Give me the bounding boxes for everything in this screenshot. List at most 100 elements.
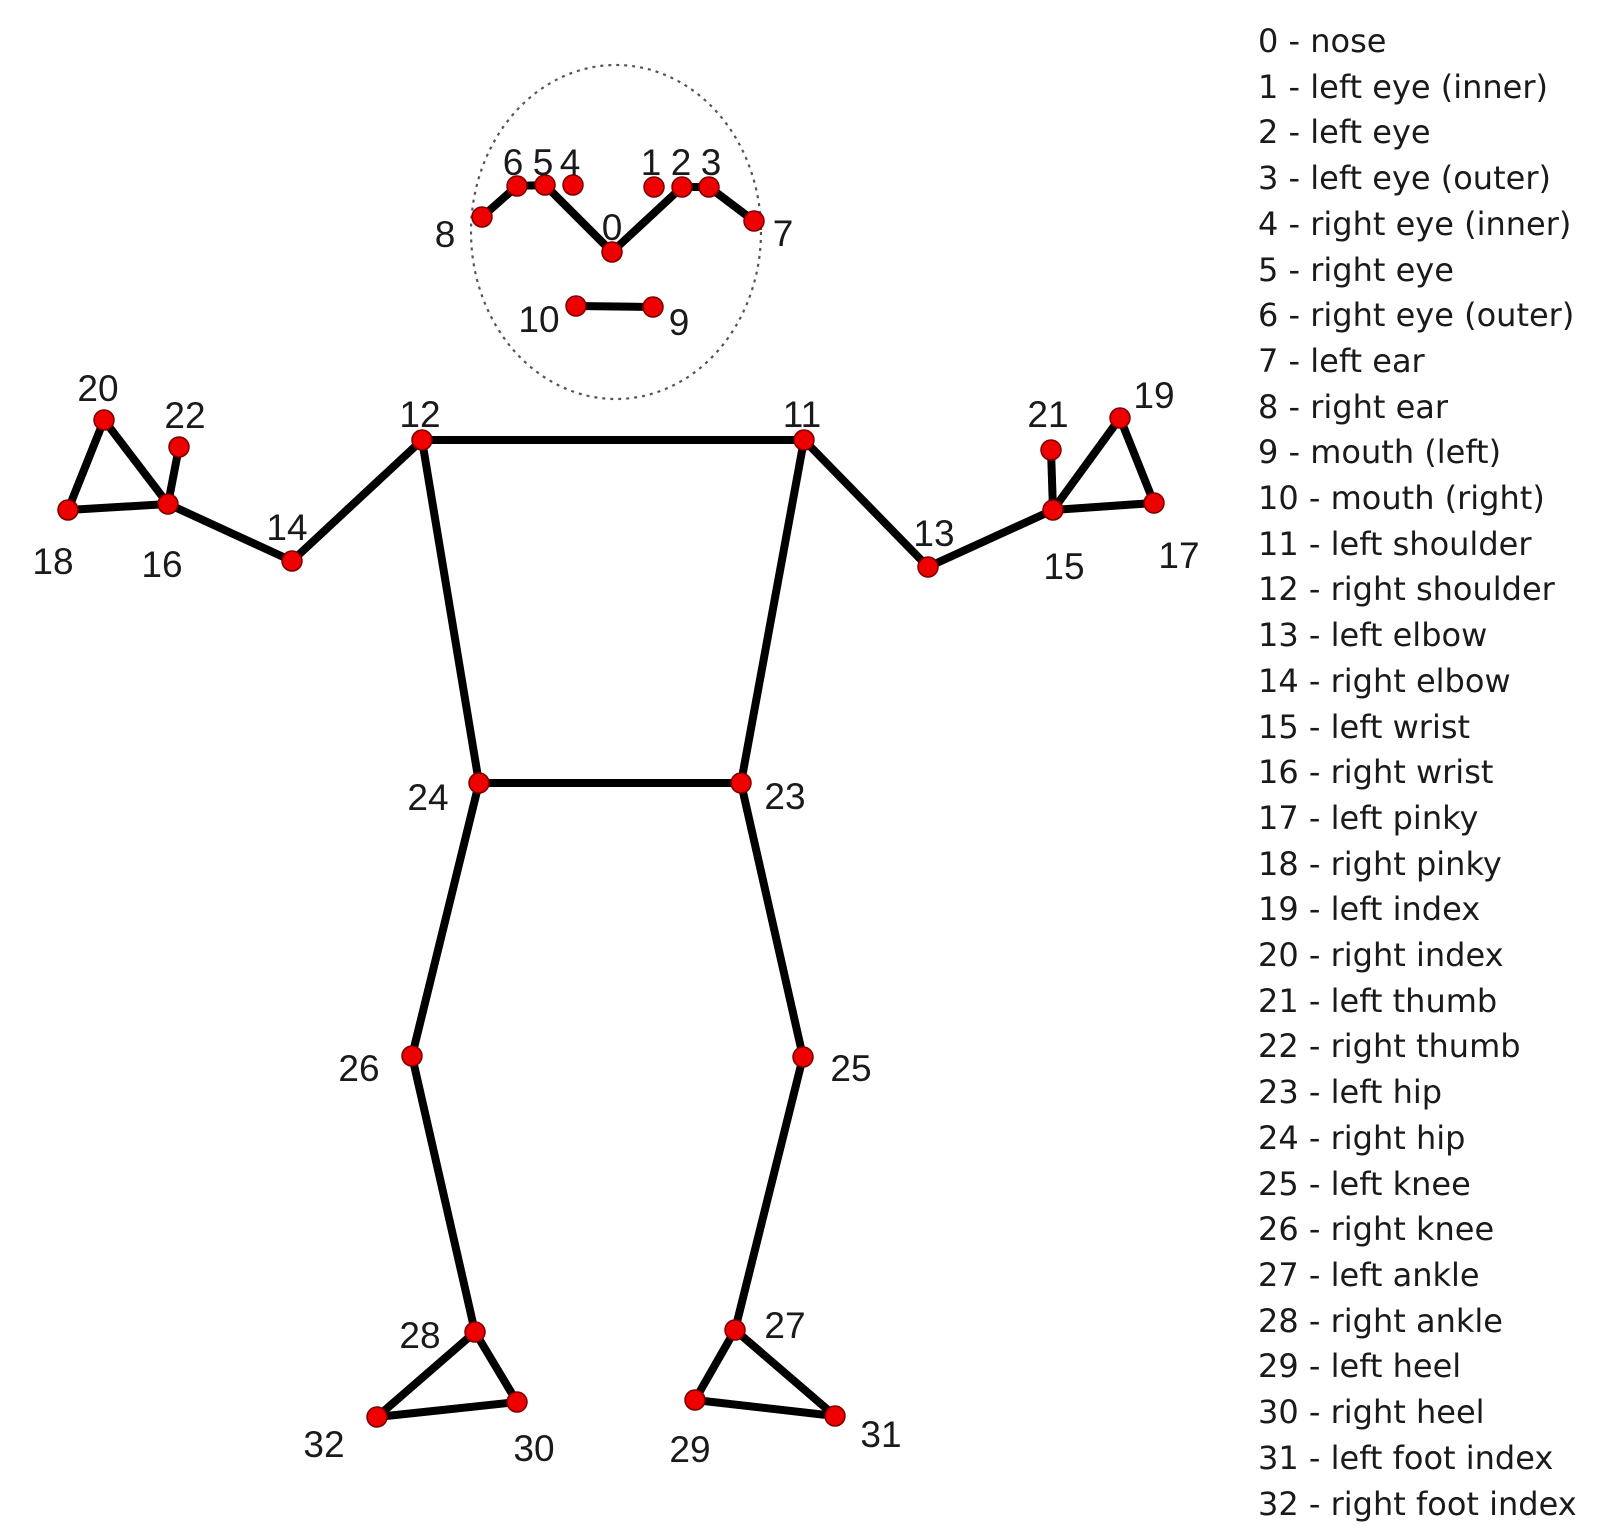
landmark-label-9: 9 (669, 302, 690, 343)
landmark-label-4: 4 (560, 142, 581, 183)
landmark-point-3 (698, 176, 720, 198)
landmark-point-8 (471, 206, 493, 228)
landmark-point-18 (57, 499, 79, 521)
landmark-legend: 0 - nose 1 - left eye (inner) 2 - left eye… (1258, 19, 1577, 1527)
landmark-label-20: 20 (77, 368, 118, 409)
legend-item-28: 28 - right ankle (1258, 1301, 1503, 1340)
legend-item-15: 15 - left wrist (1258, 707, 1471, 746)
legend-item-3: 3 - left eye (outer) (1258, 159, 1551, 198)
connection-31-27 (731, 1326, 839, 1420)
legend-item-8: 8 - right ear (1258, 387, 1449, 426)
landmark-point-31 (824, 1405, 846, 1427)
head-outline (469, 63, 763, 401)
landmark-label-10: 10 (518, 299, 559, 340)
landmark-point-32 (366, 1406, 388, 1428)
landmark-point-22 (168, 436, 190, 458)
landmark-point-24 (468, 772, 490, 794)
landmark-point-0 (601, 241, 623, 263)
legend-item-10: 10 - mouth (right) (1258, 479, 1545, 518)
legend-item-5: 5 - right eye (1258, 250, 1454, 289)
connection-0-2 (608, 183, 686, 256)
landmark-point-16 (157, 493, 179, 515)
legend-item-17: 17 - left pinky (1258, 798, 1479, 837)
connection-11-23 (737, 436, 808, 787)
legend-item-25: 25 - left knee (1258, 1164, 1471, 1203)
connection-27-29 (691, 1326, 739, 1404)
landmark-point-14 (281, 550, 303, 572)
landmark-point-28 (464, 1321, 486, 1343)
legend-item-24: 24 - right hip (1258, 1118, 1466, 1157)
legend-item-12: 12 - right shoulder (1258, 570, 1555, 609)
connection-16-18 (64, 500, 172, 514)
connection-12-24 (418, 436, 483, 787)
landmark-point-2 (671, 176, 693, 198)
legend-item-0: 0 - nose (1258, 22, 1387, 60)
landmark-label-30: 30 (513, 1428, 554, 1469)
legend-item-30: 30 - right heel (1258, 1393, 1485, 1432)
landmark-label-22: 22 (164, 395, 205, 436)
legend-item-27: 27 - left ankle (1258, 1255, 1480, 1294)
connection-32-30 (373, 1398, 521, 1421)
connection-19-15 (1049, 414, 1124, 514)
landmark-point-4 (562, 174, 584, 196)
landmark-label-0: 0 (602, 207, 623, 248)
landmark-label-11: 11 (783, 394, 821, 435)
landmark-point-15 (1042, 499, 1064, 521)
landmark-label-15: 15 (1043, 546, 1084, 587)
landmark-label-13: 13 (913, 513, 954, 554)
connection-15-17 (1049, 499, 1158, 514)
landmark-point-5 (534, 174, 556, 196)
landmark-label-3: 3 (701, 142, 722, 183)
connection-23-25 (737, 779, 807, 1061)
landmark-label-28: 28 (399, 1315, 440, 1356)
landmark-label-21: 21 (1027, 394, 1068, 435)
landmark-point-17 (1143, 492, 1165, 514)
landmark-point-9 (642, 296, 664, 318)
landmark-label-6: 6 (503, 142, 524, 183)
skeleton-connections (64, 181, 1158, 1421)
landmark-point-25 (792, 1046, 814, 1068)
legend-item-2: 2 - left eye (1258, 113, 1431, 152)
landmark-label-27: 27 (764, 1305, 805, 1346)
landmark-label-32: 32 (303, 1424, 344, 1465)
landmark-point-23 (730, 772, 752, 794)
connection-13-15 (924, 506, 1057, 571)
landmark-label-17: 17 (1158, 535, 1199, 576)
landmark-label-24: 24 (407, 777, 448, 818)
connection-28-32 (373, 1328, 479, 1421)
connection-12-14 (288, 436, 426, 565)
landmark-point-27 (724, 1319, 746, 1341)
legend-item-1: 1 - left eye (inner) (1258, 67, 1548, 106)
landmark-point-21 (1040, 439, 1062, 461)
landmark-points (57, 174, 1165, 1428)
legend-item-9: 9 - mouth (left) (1258, 433, 1502, 472)
connection-20-16 (100, 416, 172, 508)
landmark-label-8: 8 (435, 214, 456, 255)
landmark-point-10 (565, 295, 587, 317)
connection-18-20 (64, 416, 108, 514)
legend-item-19: 19 - left index (1258, 890, 1481, 929)
landmark-point-12 (411, 429, 433, 451)
legend-item-31: 31 - left foot index (1258, 1438, 1554, 1477)
legend-item-16: 16 - right wrist (1258, 753, 1494, 792)
legend-item-32: 32 - right foot index (1258, 1484, 1577, 1523)
legend-item-18: 18 - right pinky (1258, 844, 1502, 883)
landmark-label-18: 18 (32, 541, 73, 582)
landmark-point-1 (643, 176, 665, 198)
connection-10-9 (572, 302, 657, 311)
landmark-point-29 (684, 1389, 706, 1411)
landmark-label-12: 12 (399, 394, 440, 435)
connection-30-28 (471, 1328, 521, 1406)
legend-item-21: 21 - left thumb (1258, 981, 1498, 1020)
landmark-label-1: 1 (641, 142, 662, 183)
landmark-label-31: 31 (860, 1414, 901, 1455)
landmark-point-20 (93, 409, 115, 431)
connection-14-16 (164, 500, 296, 565)
legend-item-13: 13 - left elbow (1258, 616, 1488, 655)
legend-item-11: 11 - left shoulder (1258, 524, 1532, 563)
landmark-point-30 (506, 1391, 528, 1413)
landmark-label-5: 5 (533, 142, 554, 183)
landmark-point-6 (506, 175, 528, 197)
